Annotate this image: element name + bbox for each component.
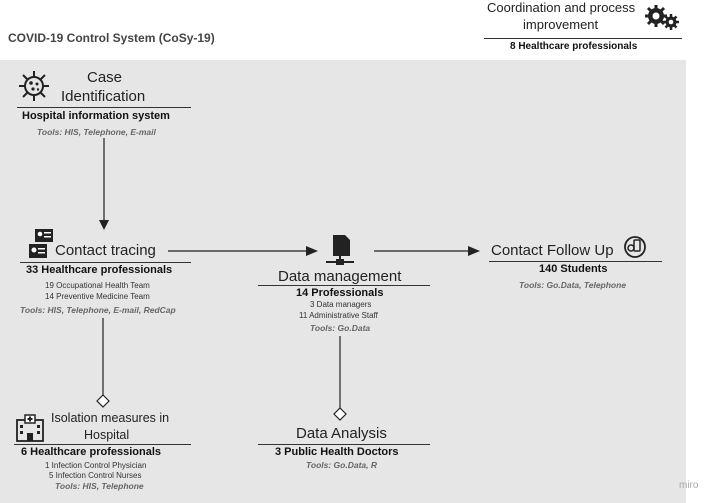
arrowhead-followup <box>468 246 480 256</box>
contact-follow-up-staff: 140 Students <box>539 263 608 275</box>
data-management-tools: Tools: Go.Data <box>310 323 371 333</box>
coordination-staff: 8 Healthcare professionals <box>510 41 638 52</box>
id-cards-icon <box>29 229 53 258</box>
coordination-divider <box>484 38 682 39</box>
data-analysis-label: Data Analysis <box>296 425 387 442</box>
server-icon <box>326 235 354 265</box>
isolation-tools: Tools: HIS, Telephone <box>55 481 144 491</box>
contact-tracing-detail-1: 19 Occupational Health Team <box>45 281 150 290</box>
data-management-detail-2: 11 Administrative Staff <box>299 311 378 320</box>
page-title: COVID-19 Control System (CoSy-19) <box>8 31 215 45</box>
gears-icon <box>645 5 679 30</box>
contact-tracing-tools: Tools: HIS, Telephone, E-mail, RedCap <box>20 305 176 315</box>
coordination-label-line1: Coordination and process <box>487 0 636 15</box>
data-management-label: Data management <box>278 268 402 285</box>
diamond-analysis <box>333 407 347 421</box>
contact-tracing-detail-2: 14 Preventive Medicine Team <box>45 292 150 301</box>
contact-follow-up-label: Contact Follow Up <box>491 242 614 259</box>
contact-tracing-staff: 33 Healthcare professionals <box>26 264 173 276</box>
case-identification-system: Hospital information system <box>22 110 170 122</box>
diagram-canvas <box>0 60 686 503</box>
data-management-detail-1: 3 Data managers <box>310 300 372 309</box>
data-management-divider <box>258 285 430 286</box>
data-analysis-divider <box>258 444 430 445</box>
case-identification-tools: Tools: HIS, Telephone, E-mail <box>37 127 156 137</box>
contact-tracing-divider <box>20 262 191 263</box>
arrowhead-datamgmt <box>306 246 318 256</box>
case-identification-label-line1: Case <box>87 69 123 86</box>
data-analysis-staff: 3 Public Health Doctors <box>275 446 399 458</box>
isolation-detail-1: 1 Infection Control Physician <box>45 461 147 470</box>
miro-watermark: miro <box>679 480 699 491</box>
contact-tracing-label: Contact tracing <box>55 242 156 259</box>
isolation-label-line2: Hospital <box>84 428 130 442</box>
isolation-detail-2: 5 Infection Control Nurses <box>49 471 142 480</box>
arrowhead-contact <box>99 220 109 230</box>
case-identification-divider <box>17 107 191 108</box>
isolation-divider <box>14 444 191 445</box>
diamond-isolation <box>96 394 110 408</box>
case-identification-label-line2: Identification <box>61 88 146 105</box>
data-analysis-tools: Tools: Go.Data, R <box>306 460 377 470</box>
contact-follow-up-tools: Tools: Go.Data, Telephone <box>519 280 627 290</box>
virus-icon <box>19 71 49 101</box>
contact-follow-up-divider <box>489 261 662 262</box>
coordination-label-line2: improvement <box>523 17 599 32</box>
isolation-staff: 6 Healthcare professionals <box>21 446 162 458</box>
hospital-building-icon <box>16 414 44 442</box>
data-management-staff: 14 Professionals <box>296 287 384 299</box>
phone-follow-up-icon <box>624 236 646 258</box>
isolation-label-line1: Isolation measures in <box>51 411 170 425</box>
